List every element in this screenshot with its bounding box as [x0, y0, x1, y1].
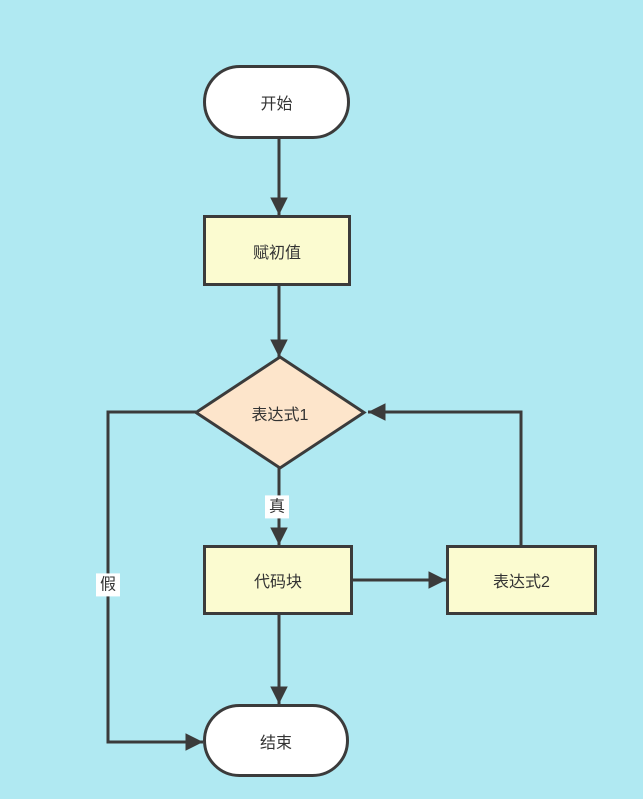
end-node: 结束	[203, 704, 349, 777]
code-block-node: 代码块	[203, 545, 353, 615]
edge-label-true: 真	[264, 495, 290, 519]
expression2-node: 表达式2	[446, 545, 597, 615]
edge-expression2-to-condition	[368, 403, 523, 545]
start-node: 开始	[203, 65, 350, 139]
decision-node-shape	[193, 355, 367, 470]
edge-label-false: 假	[95, 573, 121, 597]
edge-condition-to-end	[106, 410, 203, 751]
init-process-node: 赋初值	[203, 215, 351, 286]
